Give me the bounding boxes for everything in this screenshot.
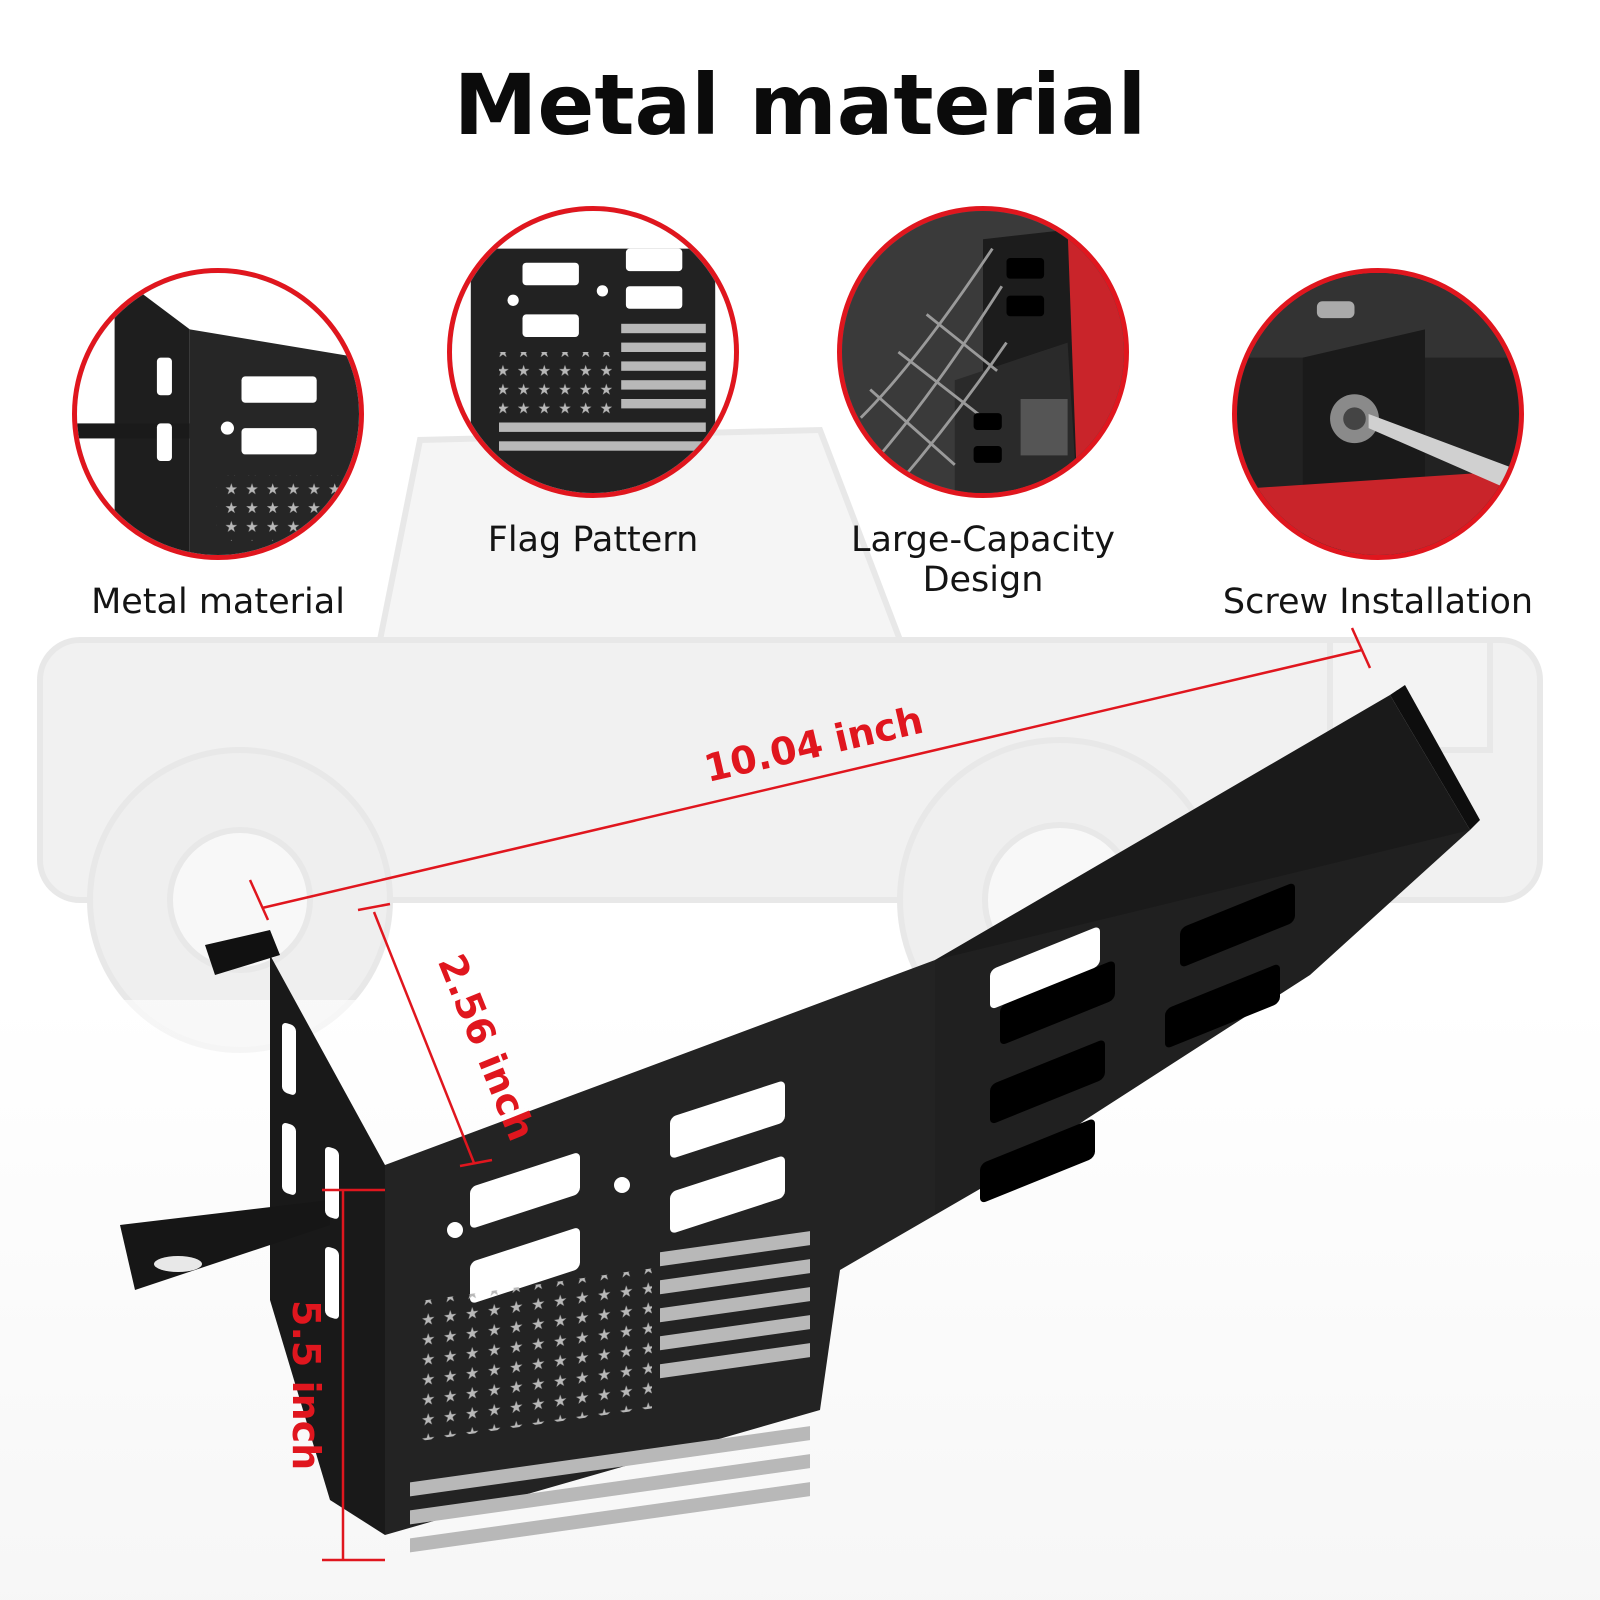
feature-flag-pattern: Flag Pattern (413, 206, 773, 560)
feature-caption: Screw Installation (1222, 582, 1534, 622)
flag-pattern-closeup-icon (447, 206, 739, 498)
feature-screw-installation: Screw Installation (1198, 268, 1558, 622)
bracket-corner-closeup-icon (72, 268, 364, 560)
feature-caption: Flag Pattern (487, 520, 699, 560)
screw-driver-closeup-icon (1232, 268, 1524, 560)
dimension-height-label: 5.5 inch (284, 1300, 328, 1471)
page-title: Metal material (453, 56, 1147, 154)
feature-caption: Metal material (91, 582, 345, 622)
dimension-lines (248, 627, 1372, 1562)
feature-metal-material: Metal material (38, 268, 398, 622)
feature-caption: Large-Capacity Design (850, 520, 1116, 600)
bracket-product (120, 685, 1480, 1553)
feature-large-capacity: Large-Capacity Design (803, 206, 1163, 600)
storage-net-closeup-icon (837, 206, 1129, 498)
flag-pattern (410, 1231, 810, 1553)
